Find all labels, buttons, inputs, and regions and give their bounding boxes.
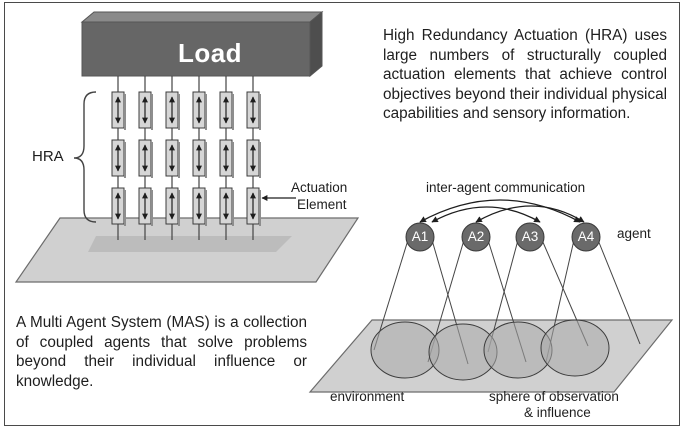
agent-a4-label: A4	[577, 229, 595, 244]
hra-brace	[73, 91, 97, 223]
actuation-element	[246, 139, 261, 178]
hra-label: HRA	[32, 148, 64, 165]
hra-description: High Redundancy Actuation (HRA) uses lar…	[383, 27, 668, 123]
load-label: Load	[177, 38, 243, 68]
actuation-element	[219, 187, 234, 226]
actuation-element	[246, 187, 261, 226]
inter-agent-communication-label: inter-agent communication	[426, 180, 586, 195]
actuation-element	[138, 91, 153, 130]
agent-a2-label: A2	[467, 229, 485, 244]
sphere-label-line2: & influence	[524, 405, 591, 420]
actuation-label-line1: Actuation	[291, 180, 348, 195]
actuation-element	[192, 139, 207, 178]
actuation-element	[192, 91, 207, 130]
agent-circle-a2	[461, 222, 491, 252]
actuation-element	[219, 91, 234, 130]
actuation-element	[138, 187, 153, 226]
actuation-element	[111, 139, 126, 178]
mas-description: A Multi Agent System (MAS) is a collecti…	[16, 314, 307, 390]
influence-spheres	[370, 319, 610, 381]
agent-circle-a4	[571, 222, 601, 252]
actuation-element	[219, 139, 234, 178]
hra-base-platform	[14, 217, 360, 283]
actuation-element	[111, 91, 126, 130]
actuation-element	[246, 91, 261, 130]
actuation-element	[138, 139, 153, 178]
agent-a3-label: A3	[521, 229, 539, 244]
actuation-element	[111, 187, 126, 226]
actuation-label-line2: Element	[297, 197, 347, 212]
inter-agent-arcs	[419, 199, 585, 223]
environment-label: environment	[330, 389, 405, 404]
agent-label: agent	[617, 226, 651, 241]
load-box	[80, 10, 324, 78]
actuation-element	[165, 139, 180, 178]
actuation-element	[165, 187, 180, 226]
actuation-element	[192, 187, 207, 226]
agent-circle-a3	[515, 222, 545, 252]
agent-nodes	[405, 222, 601, 252]
sphere-label-line1: sphere of observation	[489, 389, 619, 404]
actuation-element	[165, 91, 180, 130]
actuation-element-grid	[111, 76, 261, 240]
agent-circle-a1	[405, 222, 435, 252]
agent-a1-label: A1	[411, 229, 429, 244]
